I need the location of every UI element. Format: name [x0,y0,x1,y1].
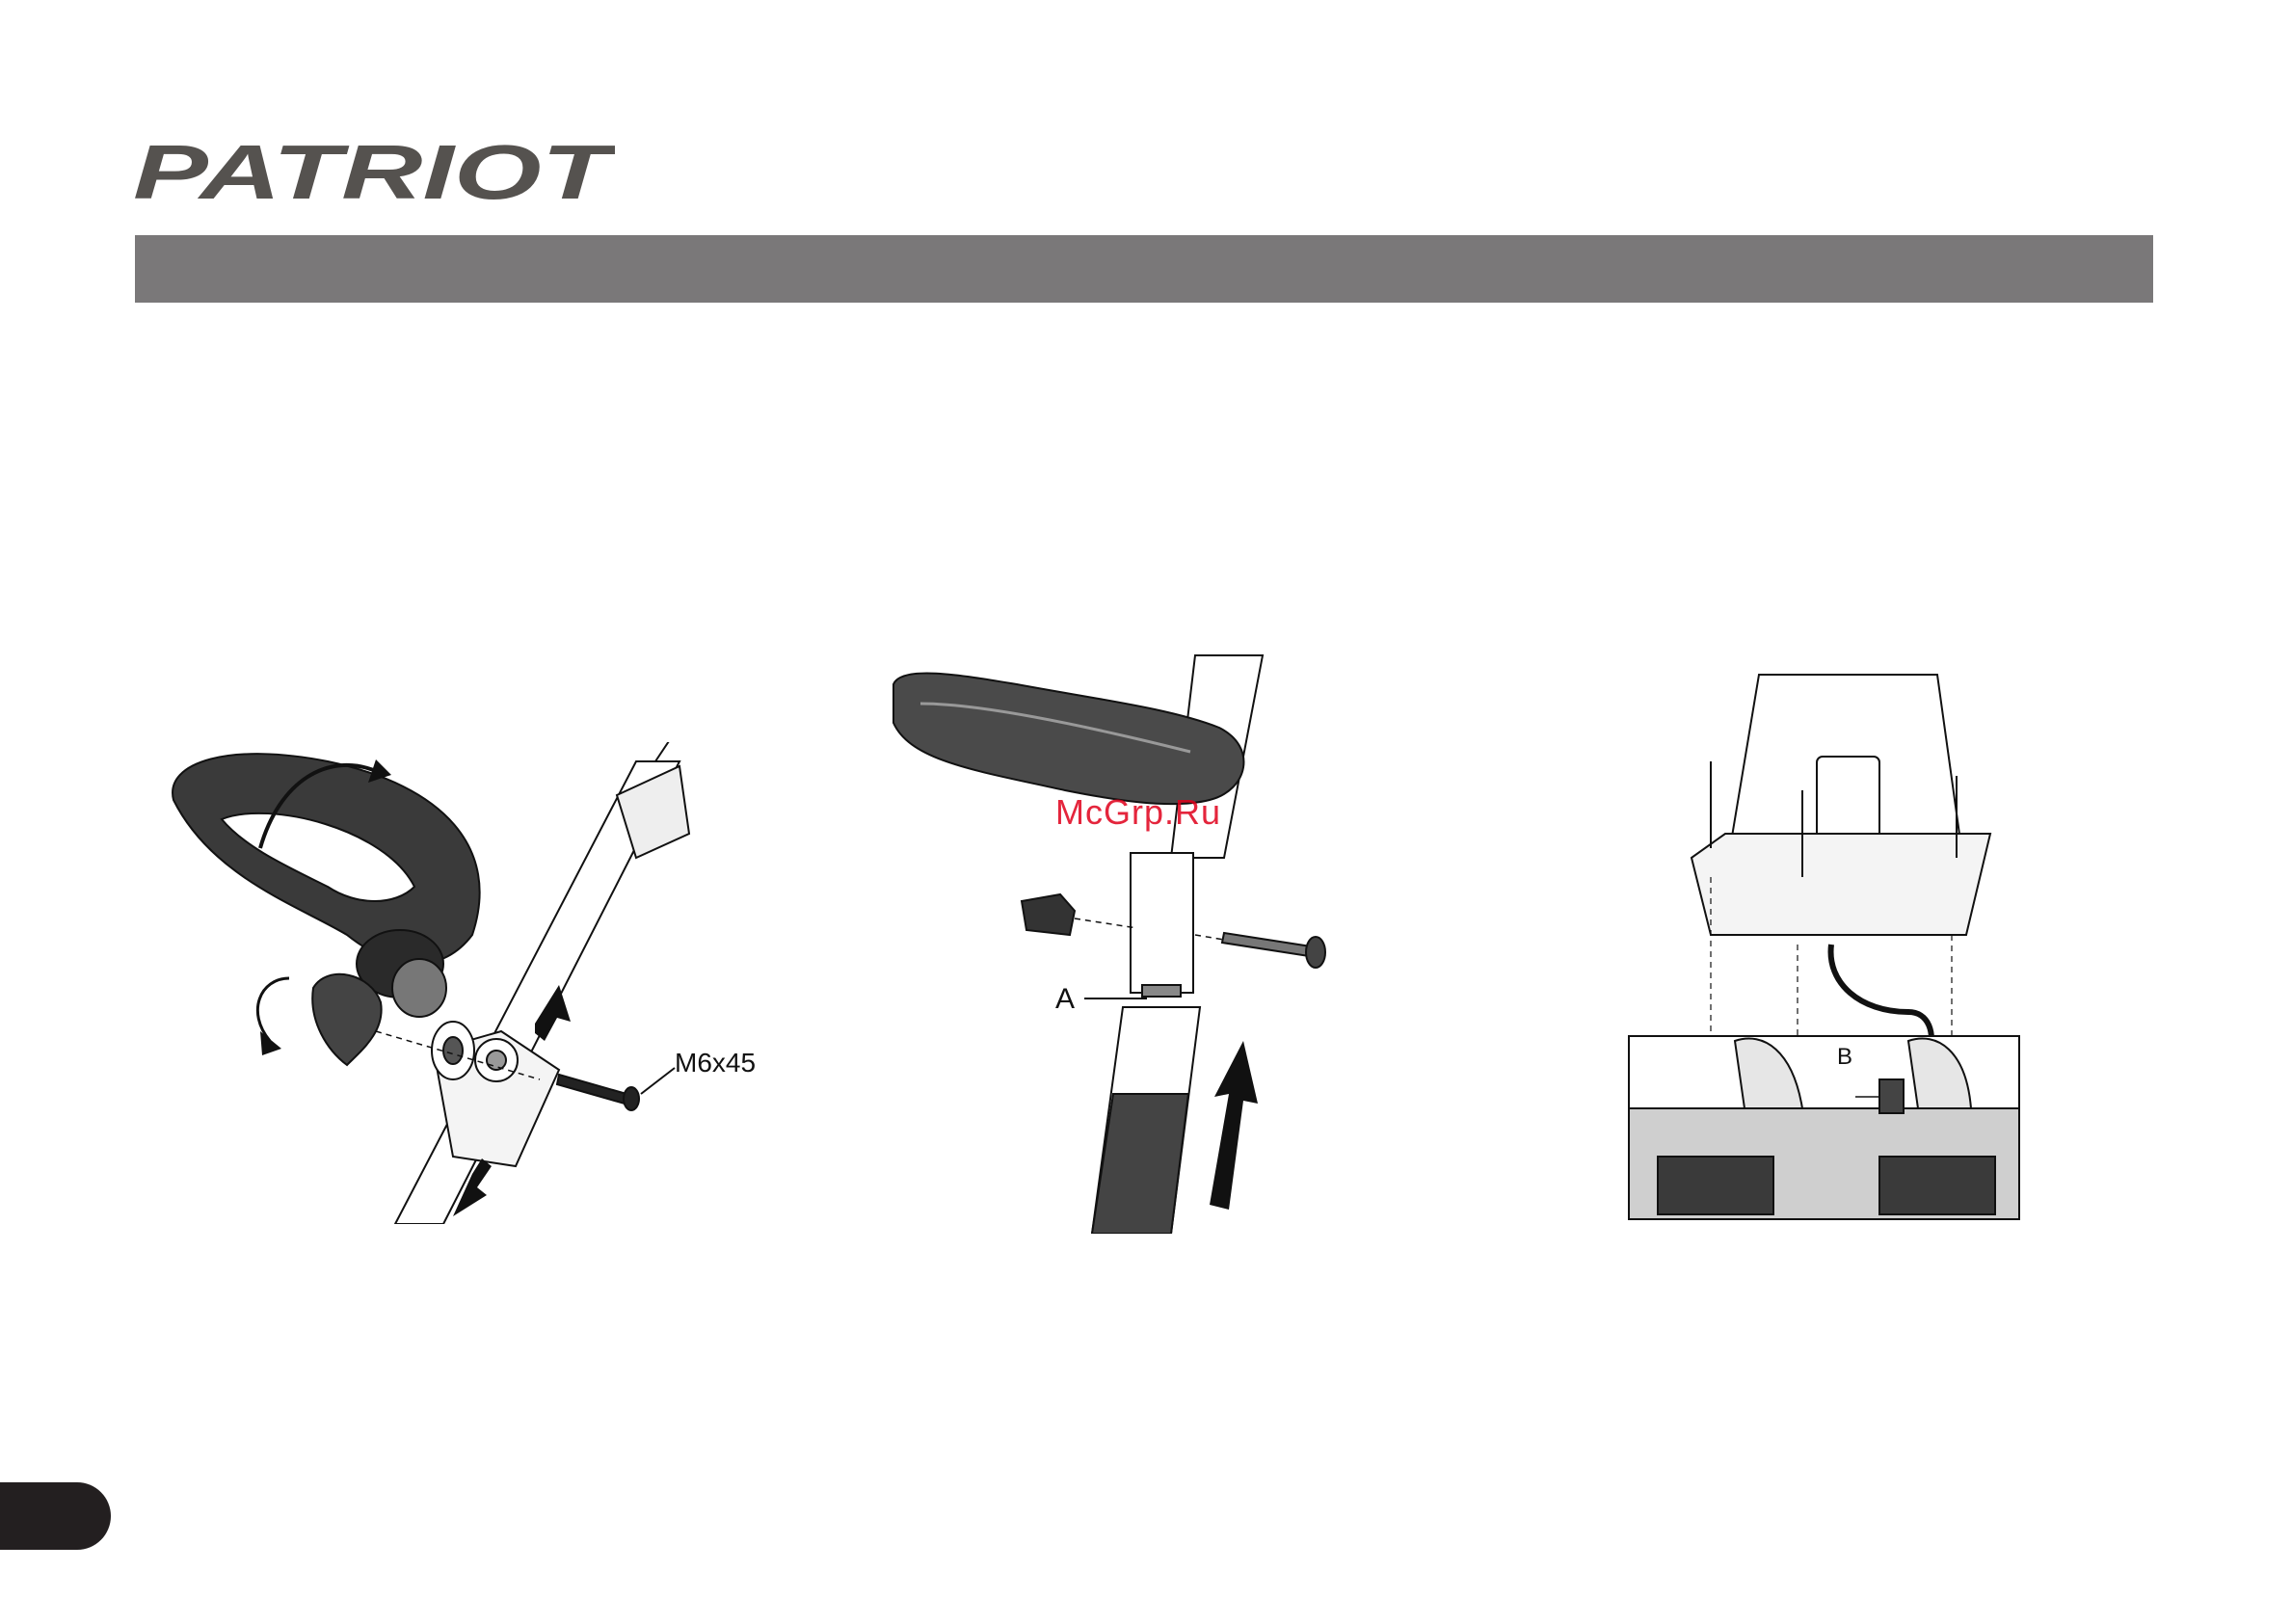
handle-attachment-illustration [154,742,790,1224]
lower-shaft [1092,1007,1200,1234]
section-header-bar [135,235,2153,303]
shaft-assembly-illustration [882,646,1383,1234]
tightening-knob [312,974,381,1065]
bolt-size-callout: M6x45 [675,1048,756,1078]
watermark: McGrp.Ru [1055,792,1221,833]
clip-part [1022,894,1075,935]
patriot-logo: PATRIOT [133,135,615,208]
part-a-callout: A [1055,983,1075,1016]
shaft-bolt [1222,933,1325,968]
cover-connector-illustration [1619,655,2024,1234]
motor-cover [1692,675,1990,935]
page-number-tab [0,1482,111,1550]
machine-housing [1629,1036,2019,1219]
svg-text:PATRIOT: PATRIOT [133,135,615,208]
bolt-m6x45 [557,1075,639,1110]
washer [432,1022,474,1079]
inner-tube [1131,853,1193,997]
push-up-arrow-icon [1210,1041,1258,1210]
connector-b-callout: B [1837,1044,1852,1071]
turn-arrow-icon [257,978,289,1041]
